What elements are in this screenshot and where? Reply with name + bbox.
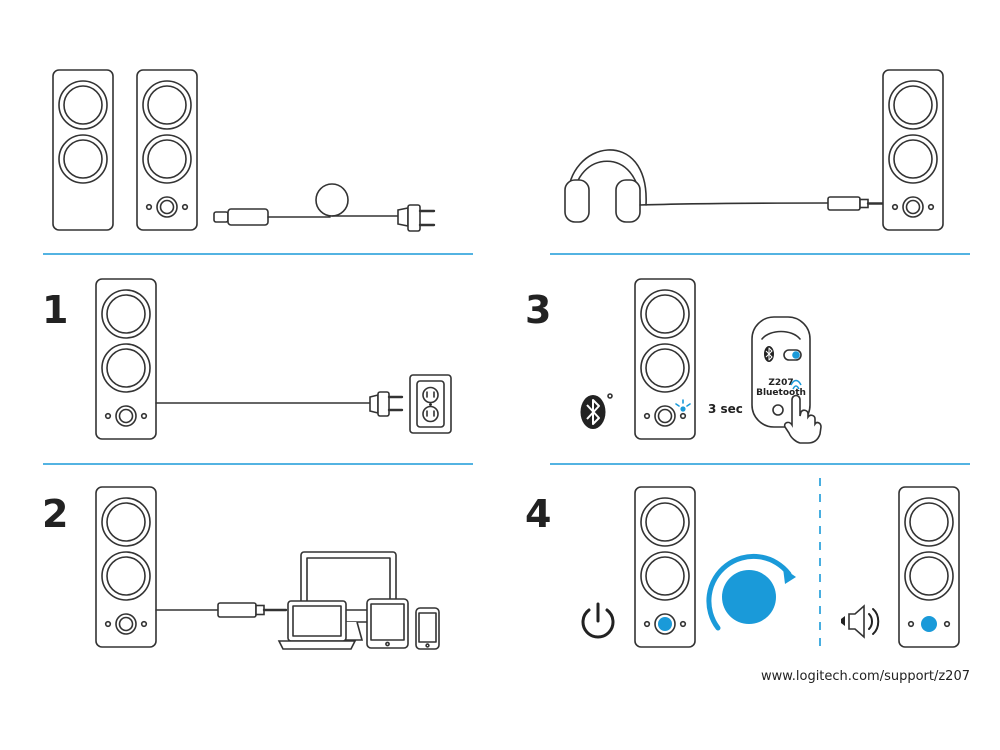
bluetooth-icon <box>764 346 774 362</box>
speaker-right <box>136 69 198 231</box>
speaker-step2 <box>95 486 157 648</box>
speaker-step1 <box>95 278 157 440</box>
laptop <box>277 600 357 650</box>
power-knob-highlight[interactable] <box>658 617 672 631</box>
finger-tap-icon <box>783 379 822 444</box>
volume-knob[interactable] <box>706 553 796 631</box>
tablet <box>366 598 409 649</box>
support-url[interactable]: www.logitech.com/support/z207 <box>761 669 970 684</box>
step-3-panel: 3 3 sec Z207 Bluetooth <box>525 278 970 465</box>
volume-icon <box>841 604 880 639</box>
bluetooth-icon <box>580 393 613 429</box>
headphones <box>564 149 647 223</box>
speaker-step4-volume <box>898 486 960 648</box>
bluetooth-led-blink <box>675 399 691 412</box>
step-number: 1 <box>42 288 68 332</box>
speaker-headphones <box>882 69 944 231</box>
step-1-panel: 1 <box>42 278 473 465</box>
step-4-panel: 4 <box>525 478 960 648</box>
speaker-step4-power <box>634 486 696 648</box>
pair-button[interactable] <box>772 404 784 416</box>
power-plug <box>369 391 404 417</box>
phone <box>415 607 440 650</box>
headphone-plug <box>827 196 890 211</box>
power-cable <box>213 183 436 232</box>
audio-cable <box>155 602 288 618</box>
volume-button-highlight[interactable] <box>921 616 937 632</box>
step-2-panel: 2 <box>42 486 440 650</box>
speaker-left <box>52 69 114 231</box>
headphones-panel <box>550 69 970 255</box>
device-name: Z207 <box>768 378 793 388</box>
wall-outlet <box>409 374 452 434</box>
speaker-step3 <box>634 278 696 440</box>
hold-duration-label: 3 sec <box>708 402 743 416</box>
device-subtitle: Bluetooth <box>756 388 806 398</box>
step-number: 3 <box>525 288 551 332</box>
power-icon <box>581 602 615 639</box>
step-number: 4 <box>525 492 551 536</box>
bluetooth-toggle-switch[interactable] <box>783 349 802 361</box>
step-number: 2 <box>42 492 68 536</box>
box-contents-panel <box>43 69 473 255</box>
